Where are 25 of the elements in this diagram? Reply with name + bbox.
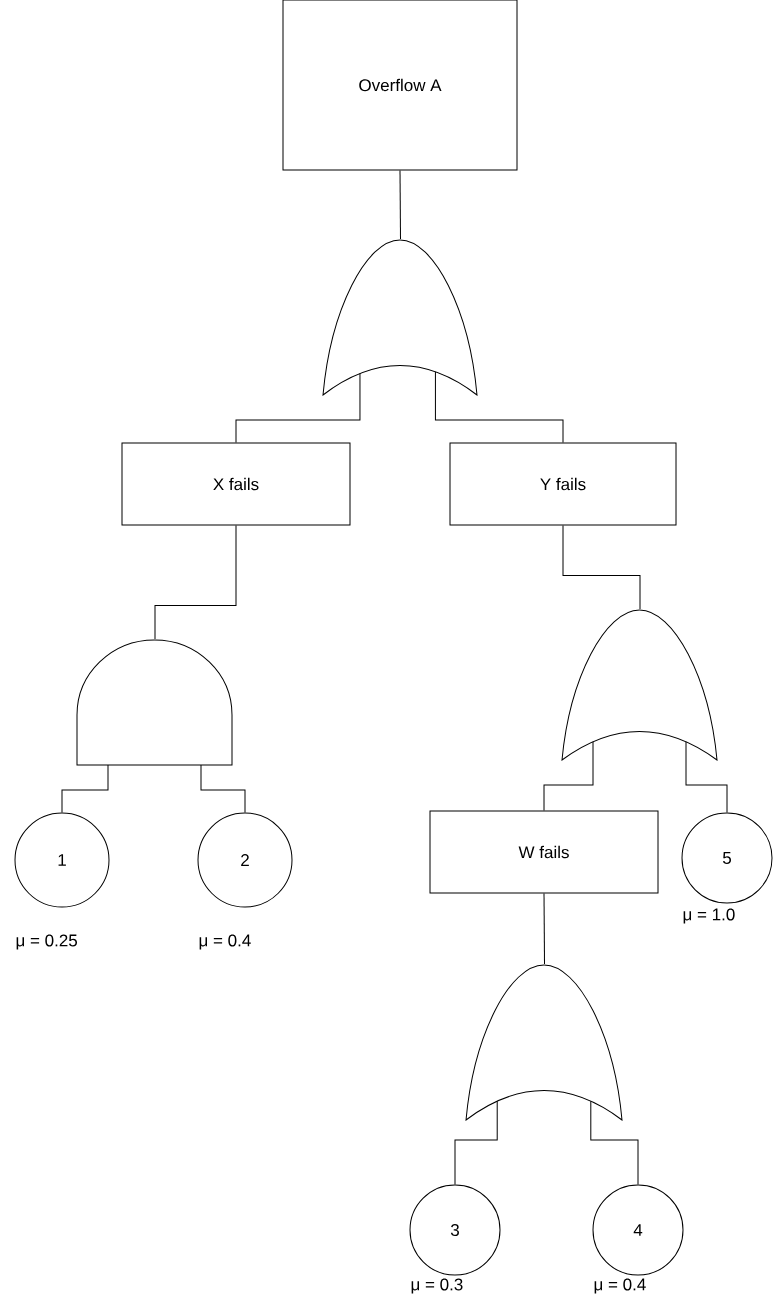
and-gate-symbol: [76, 639, 233, 766]
or-gate-symbol: [465, 964, 623, 1121]
connector-line: [399, 170, 401, 240]
connector-line: [61, 764, 109, 813]
probability-label: μ = 0.4: [199, 934, 251, 950]
probability-label: μ = 1.0: [683, 908, 735, 924]
event-box: W fails: [429, 810, 659, 894]
event-box: X fails: [121, 442, 351, 526]
event-box: Overflow A: [282, 0, 518, 171]
connector-line: [590, 1100, 639, 1185]
connector-line: [543, 741, 594, 811]
connector-line: [454, 1100, 498, 1185]
probability-label: μ = 0.4: [594, 1278, 646, 1294]
connector-line: [235, 373, 361, 443]
connector-line: [434, 371, 564, 443]
or-gate-symbol: [561, 609, 718, 761]
connector-line: [685, 741, 728, 813]
connector-line: [543, 893, 545, 965]
probability-label: μ = 0.3: [411, 1278, 463, 1294]
connector-line: [154, 525, 237, 640]
connector-line: [200, 764, 246, 813]
probability-label: μ = 0.25: [16, 934, 77, 950]
or-gate-symbol: [322, 239, 478, 396]
event-box: Y fails: [449, 442, 677, 526]
connector-line: [562, 525, 641, 610]
